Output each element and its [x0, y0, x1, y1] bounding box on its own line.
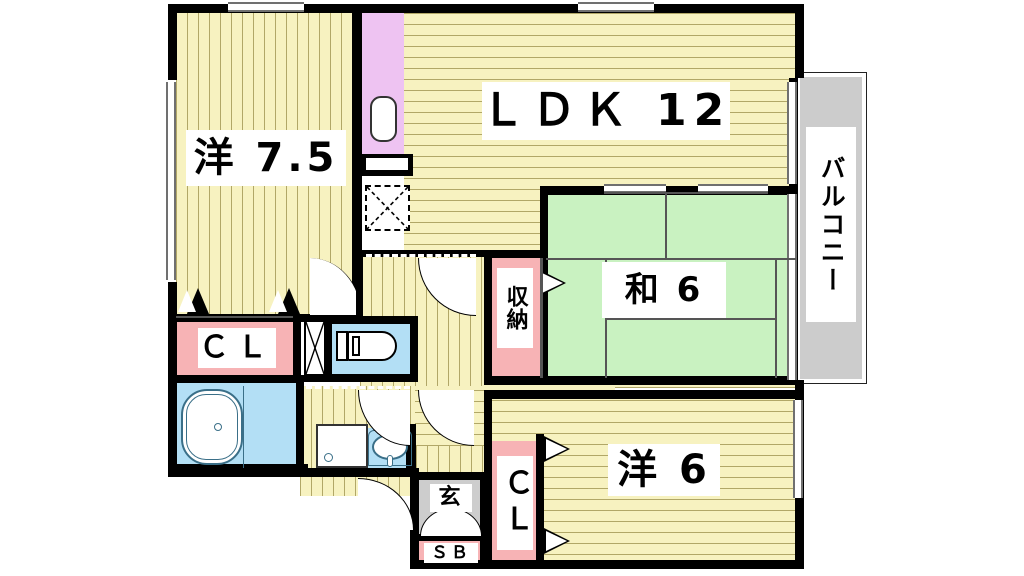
- toilet-seat-line: [352, 336, 360, 356]
- window-ldk-balcony[interactable]: [787, 82, 797, 184]
- wall-bedroom-bottom: [168, 314, 362, 322]
- window-western-small-right[interactable]: [793, 400, 803, 498]
- genkan-label: 玄: [430, 484, 472, 512]
- kitchen-sink-icon: [370, 96, 397, 142]
- door-bedroom-corridor-leaf[interactable]: [356, 258, 363, 316]
- toilet-tank-icon: [336, 331, 348, 361]
- washing-machine-icon: [316, 424, 368, 468]
- wall-oshiire-top: [484, 250, 542, 258]
- closet-entry-sliding-door-bottom[interactable]: [544, 528, 570, 554]
- room-western-large-label: 洋 7.5: [186, 130, 346, 186]
- closet-bedroom-door-rail: [176, 316, 293, 318]
- washbasin-faucet-icon: [387, 455, 393, 467]
- wall-bedroom-ldk: [352, 4, 362, 324]
- wall-washroom-bottom: [304, 468, 418, 477]
- wall-bathroom-right: [296, 383, 304, 471]
- oshiire-label: 収納: [497, 268, 533, 348]
- wall-closet-entry-right: [536, 434, 544, 568]
- wall-ldk-japanese-top: [540, 186, 796, 195]
- sliding-partition-hall[interactable]: [306, 386, 410, 389]
- refrigerator-cross-icon: [366, 186, 409, 230]
- washing-machine-drain-icon: [324, 453, 333, 462]
- oshiire-door-rail: [540, 258, 543, 378]
- room-japanese-label: 和 6: [602, 262, 726, 318]
- wall-toilet-top: [324, 316, 418, 324]
- wall-bathroom-bottom: [168, 464, 308, 473]
- kitchen-stove-inner: [366, 158, 408, 170]
- storage-cross-icon: [306, 322, 324, 374]
- closet-bedroom-door-left[interactable]: [178, 288, 209, 314]
- wall-closet-bedroom-bottom: [168, 375, 304, 383]
- wall-toilet-left: [324, 318, 332, 380]
- window-bedroom-left[interactable]: [166, 82, 176, 280]
- shoe-box-label: ＳＢ: [424, 543, 478, 563]
- exterior-wall-left-mid: [168, 282, 177, 380]
- wall-western-small-top: [484, 390, 796, 399]
- exterior-wall-bottom-entry: [410, 560, 804, 569]
- bathtub-drain-icon: [214, 423, 222, 431]
- tatami-line-5: [605, 318, 777, 320]
- wall-toilet-bottom: [304, 374, 418, 382]
- fusuma-rail-japanese: [604, 192, 768, 194]
- balcony-label: バルコニー: [806, 127, 856, 322]
- oshiire-sliding-door[interactable]: [540, 270, 566, 296]
- closet-entry-label: ＣＬ: [497, 456, 533, 550]
- closet-bedroom-label: ＣＬ: [198, 328, 276, 368]
- window-bedroom-top[interactable]: [228, 2, 304, 12]
- room-ldk-label: ＬＤＫ 12: [481, 82, 730, 140]
- wall-toilet-right: [410, 316, 418, 382]
- wall-closet-bedroom-right: [293, 318, 301, 380]
- tatami-line-2: [546, 258, 796, 260]
- bathtub-inner: [186, 394, 238, 460]
- exterior-wall-left-upper: [168, 4, 177, 80]
- bathroom-divider-curve: [243, 386, 257, 468]
- wall-genkan-right: [480, 472, 488, 568]
- tatami-line-1: [665, 192, 667, 260]
- window-ldk-top[interactable]: [578, 2, 654, 12]
- sliding-partition-ldk[interactable]: [366, 254, 476, 257]
- wall-closet-entry-left: [484, 390, 492, 568]
- closet-entry-sliding-door-top[interactable]: [544, 436, 570, 462]
- exterior-wall-right-top: [795, 4, 804, 78]
- room-western-small-label: 洋 6: [608, 444, 720, 496]
- refrigerator-space-icon: [365, 185, 410, 231]
- wall-oshiire-left: [484, 250, 492, 382]
- wall-japanese-bottom: [484, 376, 796, 385]
- closet-bedroom-door-right[interactable]: [269, 288, 300, 314]
- exterior-wall-entry-left: [410, 468, 419, 568]
- exterior-wall-top: [168, 4, 804, 13]
- wall-shoebox-top: [414, 534, 484, 541]
- wall-genkan-top: [414, 472, 488, 480]
- window-japanese-balcony[interactable]: [787, 194, 797, 380]
- wall-corridor-top: [356, 250, 486, 257]
- storage-box-icon: [304, 320, 326, 376]
- exterior-wall-left-lower: [168, 380, 177, 476]
